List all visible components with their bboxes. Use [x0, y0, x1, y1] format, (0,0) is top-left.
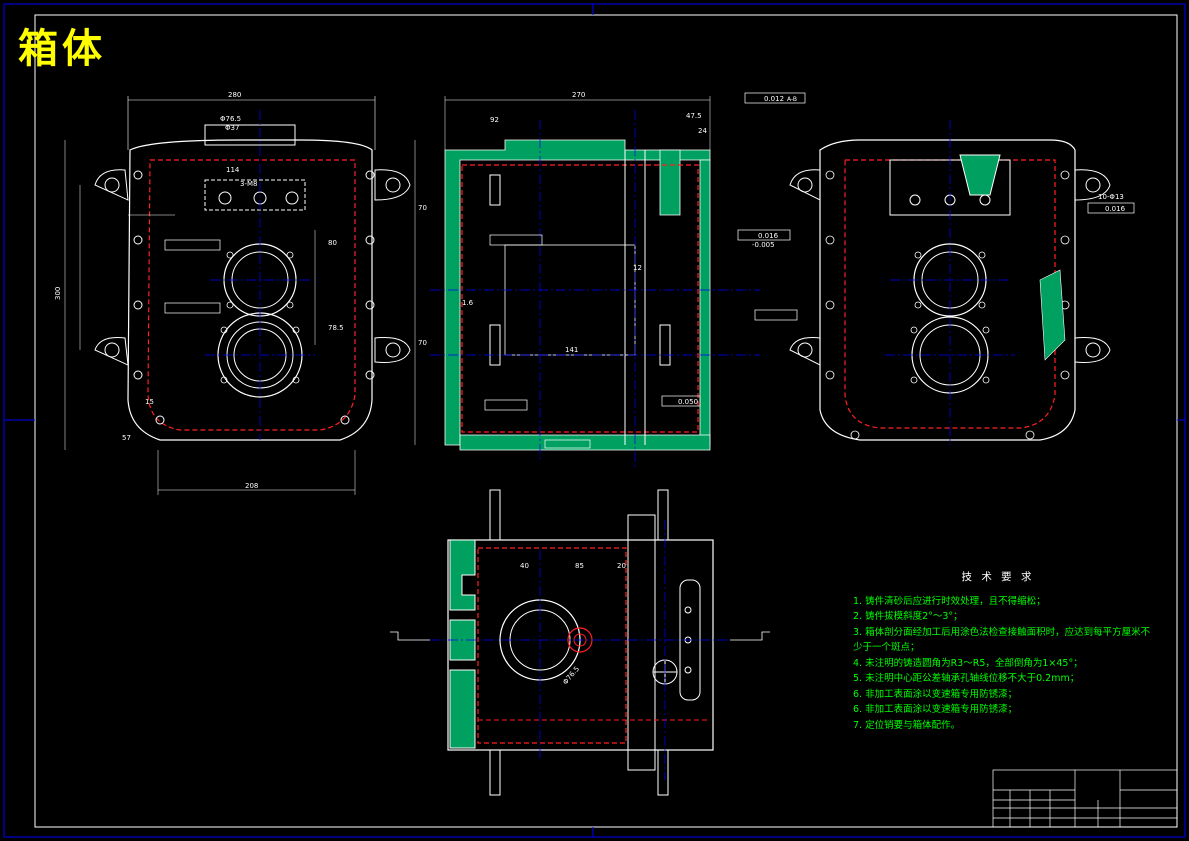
side-tol-a-text: 0.012 [764, 95, 784, 103]
requirement-line: 少于一个斑点； [853, 642, 920, 653]
requirement-line: 6. 非加工表面涂以变速箱专用防锈漆； [853, 704, 1018, 715]
side-section-view: 270 0.012 A-B 141 12 1.6 92 [430, 91, 806, 470]
front-height-text: 300 [54, 287, 62, 300]
side-roughness-text: 0.050 [678, 398, 698, 406]
front-view: 280 3-M8 [54, 91, 427, 495]
front-d3-text: 114 [226, 166, 240, 174]
title-block [992, 769, 1178, 828]
side-a2-text: 47.5 [686, 112, 702, 120]
front-h6-text: 15 [145, 398, 154, 406]
requirement-line: 2. 铸件拔模斜度2°～3°； [853, 611, 963, 622]
requirement-line: 6. 非加工表面涂以变速箱专用防锈漆； [853, 688, 1018, 700]
front-d2-text: Φ37 [225, 124, 239, 132]
front-top-width-text: 280 [228, 91, 241, 99]
side-tol-c-text: -0.005 [752, 241, 775, 249]
bottom-b3-text: 20 [617, 562, 626, 570]
side-m2-text: 12 [633, 264, 642, 272]
technical-requirements: 技 术 要 求 1. 铸件清砂后应进行时效处理，且不得缩松； 2. 铸件拔模斜度… [853, 570, 1151, 733]
front-h1-text: 80 [328, 239, 337, 247]
front-h3-text: 70 [418, 204, 427, 212]
side-tol-ref-text: A-B [787, 96, 797, 103]
requirement-line: 4. 未注明的铸造圆角为R3～R5，全部倒角为1×45°； [853, 657, 1083, 669]
bottom-angle-text: Φ76.5 [561, 665, 581, 686]
requirement-line: 3. 箱体剖分面经加工后用涂色法检查接触面积时，应达到每平方厘米不 [853, 626, 1151, 638]
right-tol-text: 0.016 [1105, 205, 1126, 213]
requirement-line: 7. 定位销要与箱体配作。 [853, 719, 961, 731]
side-m1-text: 141 [565, 346, 578, 354]
drawing-title: 箱体 [18, 26, 106, 72]
front-d1-text: Φ76.5 [220, 115, 241, 123]
side-m3-text: 1.6 [462, 299, 474, 307]
side-top-width-text: 270 [572, 91, 585, 99]
front-h4-text: 70 [418, 339, 427, 347]
requirement-line: 1. 铸件清砂后应进行时效处理，且不得缩松； [853, 595, 1046, 607]
front-holes-text: 3-M8 [240, 180, 257, 188]
technical-requirements-heading: 技 术 要 求 [961, 571, 1035, 583]
right-holes-text: 10-Φ13 [1098, 193, 1124, 201]
side-a3-text: 24 [698, 127, 707, 135]
bottom-b2-text: 85 [575, 562, 584, 570]
sheet-inner-border [34, 14, 1178, 828]
front-h2-text: 78.5 [328, 324, 344, 332]
bottom-view: 40 85 20 Φ76.5 [390, 489, 770, 796]
side-tol-b-text: 0.016 [758, 232, 779, 240]
requirement-line: 5. 未注明中心距公差轴承孔轴线位移不大于0.2mm； [853, 673, 1080, 684]
front-bottom-width-text: 208 [245, 482, 258, 490]
front-h5-text: 57 [122, 434, 131, 442]
right-view: 0.016 10-Φ13 [789, 120, 1135, 445]
side-a1-text: 92 [490, 116, 499, 124]
bottom-b1-text: 40 [520, 562, 529, 570]
